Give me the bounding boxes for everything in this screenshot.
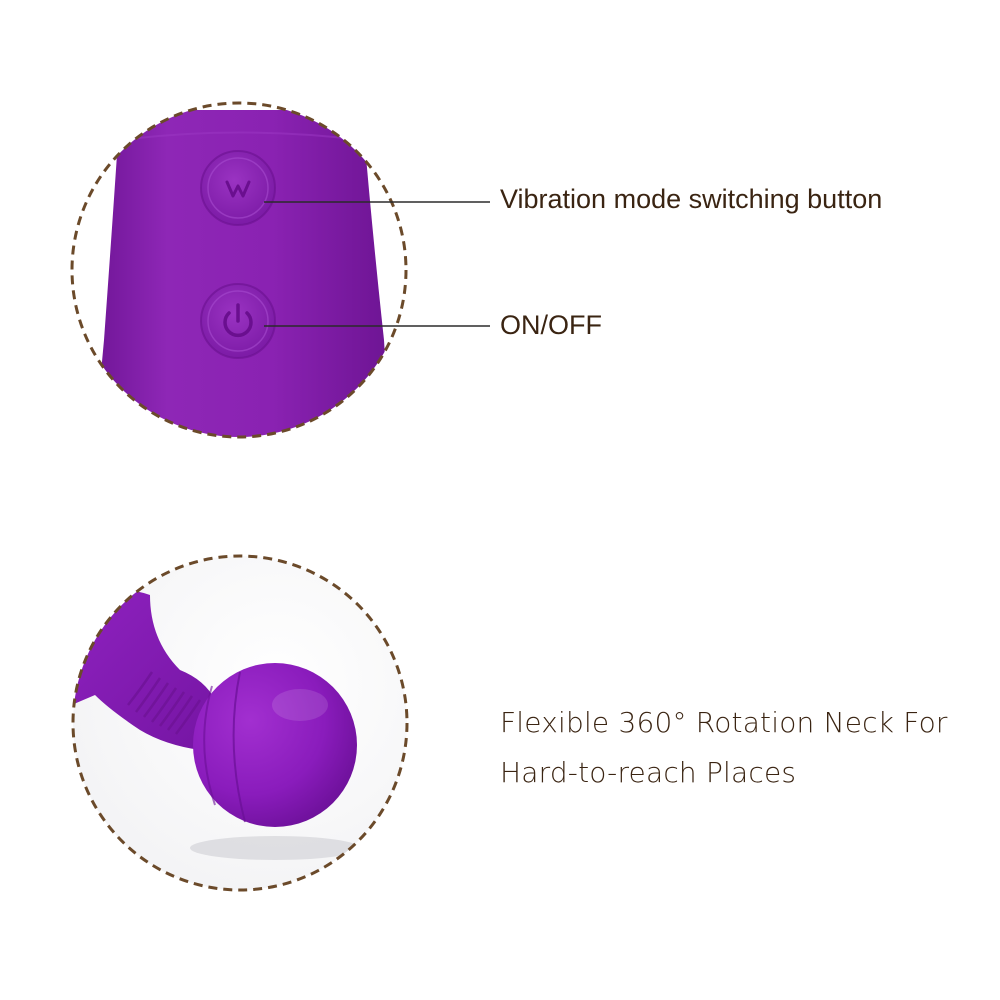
wave-icon	[225, 180, 251, 198]
buttons-closeup-illustration	[70, 101, 490, 439]
power-button-label: ON/OFF	[500, 310, 602, 340]
buttons-closeup-panel: Vibration mode switching button ON/OFF	[0, 0, 1000, 470]
power-icon	[223, 303, 253, 338]
wand-head-image	[73, 556, 407, 890]
dashed-circle-border-top	[70, 101, 408, 439]
power-button	[200, 283, 276, 359]
neck-closeup-illustration	[71, 554, 409, 892]
mode-button-label: Vibration mode switching button	[500, 184, 883, 214]
feature-description-line-1: Flexible 360° Rotation Neck For	[500, 706, 948, 739]
mode-button	[200, 150, 276, 226]
dashed-circle-border-bottom	[71, 554, 409, 892]
neck-closeup-panel	[0, 500, 1000, 1000]
handle-image	[72, 103, 406, 437]
feature-description-line-2: Hard-to-reach Places	[500, 756, 797, 789]
